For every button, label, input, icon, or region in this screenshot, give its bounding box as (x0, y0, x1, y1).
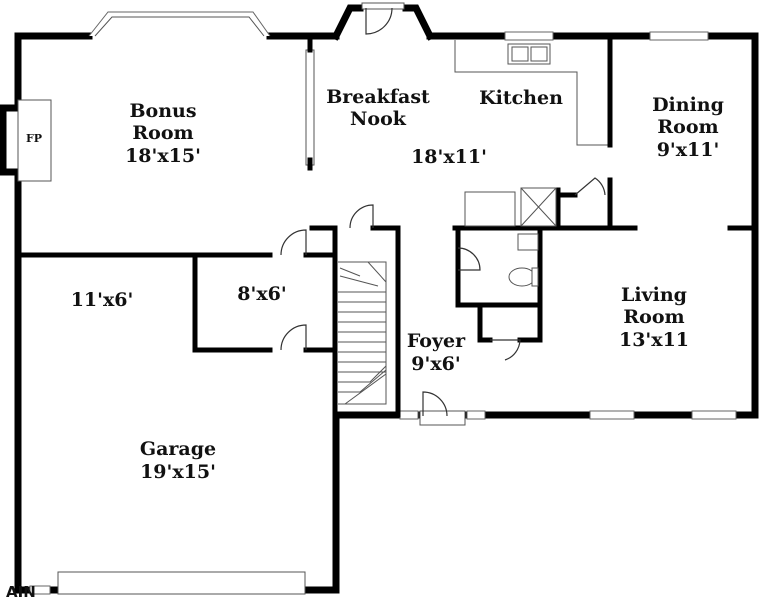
front-door (419, 391, 466, 426)
fireplace-label: FP (26, 132, 42, 145)
nook-entry-bay (331, 2, 435, 41)
dining-room-dims: 9'x11' (657, 139, 720, 161)
pantry-appliance (464, 187, 557, 227)
half-bath-fixtures (508, 233, 539, 287)
interior-doors (280, 177, 606, 361)
living-room-name-line1: Living (621, 284, 687, 306)
dining-room-name-line1: Dining (652, 94, 724, 116)
kitchen-counters (454, 39, 613, 148)
interior-walls (15, 177, 758, 418)
dining-room-name-line2: Room (657, 116, 718, 138)
room-labels: Bonus Room 18'x15' Breakfast Nook 18'x11… (71, 86, 724, 483)
bonus-room-name-line1: Bonus (129, 100, 196, 122)
bonus-room-name-line2: Room (132, 122, 193, 144)
garage-name: Garage (140, 438, 216, 460)
bay-window (88, 11, 271, 37)
stairs (338, 261, 387, 405)
garage-door (57, 571, 306, 595)
closet-dims: 8'x6' (237, 283, 286, 305)
bonus-room-dims: 18'x15' (125, 145, 201, 167)
kitchen-name: Kitchen (479, 87, 563, 109)
watermark-text: AIN (6, 583, 36, 600)
living-room-dims: 13'x11 (619, 329, 689, 351)
breakfast-nook-dims: 18'x11' (411, 146, 487, 168)
foyer-dims: 9'x6' (411, 353, 460, 375)
fireplace: FP (0, 99, 52, 182)
windows (29, 31, 737, 595)
garage-dims: 19'x15' (140, 461, 216, 483)
breakfast-nook-name-line1: Breakfast (326, 86, 430, 108)
foyer-name: Foyer (407, 330, 466, 352)
breakfast-nook-name-line2: Nook (350, 108, 407, 130)
sliding-door (305, 39, 315, 171)
small-room-dims: 11'x6' (71, 289, 134, 311)
living-room-name-line2: Room (623, 306, 684, 328)
